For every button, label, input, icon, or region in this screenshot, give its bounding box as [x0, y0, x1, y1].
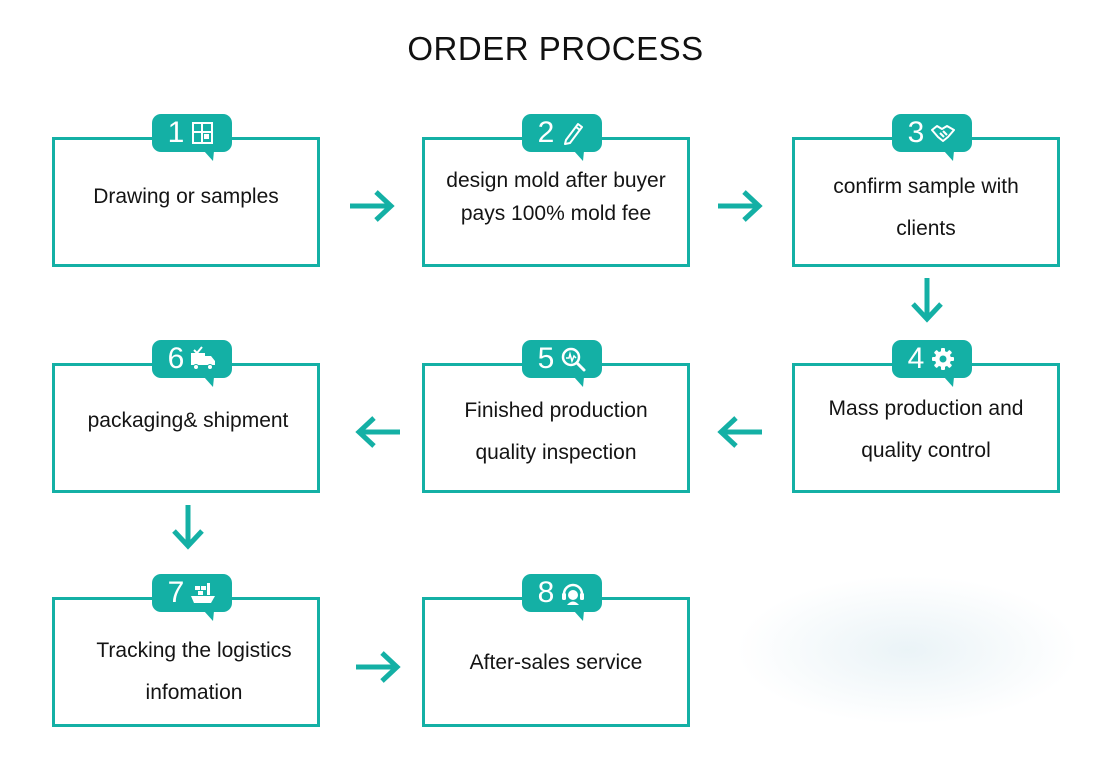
step-7-box: 7 Tracking the logistics infomation	[52, 574, 320, 727]
step-number: 3	[907, 116, 925, 149]
gear-icon	[932, 348, 955, 370]
step-8-badge: 8	[522, 574, 602, 621]
arrow-left-4-5	[717, 416, 762, 448]
step-5-badge: 5	[522, 340, 602, 387]
step-5-text: Finished production quality inspection	[464, 399, 648, 464]
step-number: 2	[537, 116, 555, 149]
headset-icon	[562, 583, 585, 605]
step-6-text: packaging& shipment	[87, 409, 289, 432]
arrow-right-2-3	[718, 190, 763, 222]
step-number: 5	[537, 342, 555, 375]
step-8-text: After-sales service	[469, 651, 643, 674]
page-title: ORDER PROCESS	[407, 30, 704, 67]
step-number: 6	[167, 342, 185, 375]
magnifier-icon	[562, 347, 586, 372]
step-4-badge: 4	[892, 340, 972, 387]
arrow-right-7-8	[356, 651, 401, 683]
arrow-down-3-4	[911, 278, 943, 323]
pen-icon	[564, 123, 584, 145]
step-5-box: 5 Finished production quality inspection	[422, 340, 690, 493]
step-1-text: Drawing or samples	[93, 185, 279, 208]
handshake-icon	[931, 125, 956, 142]
step-4-box: 4 Mass production and quality control	[792, 340, 1060, 493]
truck-icon	[191, 346, 216, 370]
step-6-box: 6 packaging& shipment	[52, 340, 320, 493]
step-7-badge: 7	[152, 574, 232, 621]
arrow-down-6-7	[172, 505, 204, 550]
faded-background-patch	[735, 575, 1080, 725]
step-number: 1	[167, 116, 185, 149]
step-7-text: Tracking the logistics infomation	[96, 639, 292, 704]
ship-icon	[191, 583, 216, 603]
step-1-box: 1 Drawing or samples	[52, 114, 320, 267]
arrow-left-5-6	[355, 416, 400, 448]
arrow-right-1-2	[350, 190, 395, 222]
step-8-box: 8 After-sales service	[422, 574, 690, 727]
step-3-text: confirm sample with clients	[833, 175, 1019, 240]
step-2-badge: 2	[522, 114, 602, 161]
step-2-text: design mold after buyer pays 100% mold f…	[446, 169, 666, 225]
step-4-text: Mass production and quality control	[828, 397, 1024, 462]
step-1-badge: 1	[152, 114, 232, 161]
step-number: 4	[907, 342, 925, 375]
step-3-box: 3 confirm sample with clients	[792, 114, 1060, 267]
step-number: 7	[167, 576, 185, 609]
step-2-box: 2 design mold after buyer pays 100% mold…	[422, 114, 690, 267]
step-number: 8	[537, 576, 555, 609]
step-3-badge: 3	[892, 114, 972, 161]
drawing-icon	[192, 122, 214, 144]
step-6-badge: 6	[152, 340, 232, 387]
